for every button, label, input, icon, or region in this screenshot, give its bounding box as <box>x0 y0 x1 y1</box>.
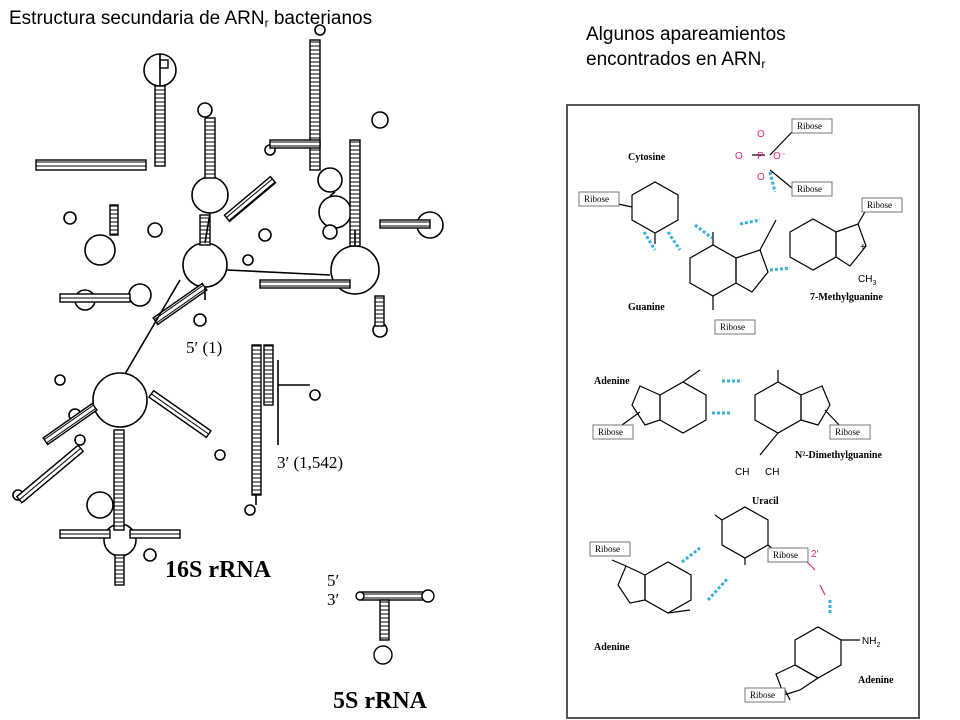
rrna-5s-five-prime: 5′ <box>327 571 339 590</box>
svg-text:Ribose: Ribose <box>750 690 775 700</box>
label-dimethylguanine: N²-Dimethylguanine <box>795 450 882 461</box>
svg-text:Ribose: Ribose <box>595 544 620 554</box>
rrna-16s-label: 16S rRNA <box>165 557 272 583</box>
pairings-title: Algunos apareamientos encontrados en ARN… <box>586 24 786 74</box>
panel2-hbonds <box>712 379 740 415</box>
two-prime-label: 2′ <box>811 549 819 560</box>
label-guanine: Guanine <box>628 302 665 313</box>
rrna-16s-five-prime: 5′ (1) <box>186 338 222 357</box>
ribose-boxes-2: Ribose Ribose <box>592 424 871 440</box>
rrna-5s-label: 5S rRNA <box>333 688 428 714</box>
amino-group: NH2 <box>862 636 880 649</box>
ribose-boxes-3: Ribose Ribose Ribose <box>589 541 809 703</box>
svg-text:O⁻: O⁻ <box>773 151 786 162</box>
label-adenine-2: Adenine <box>594 376 630 387</box>
rrna-5s-three-prime: 3′ <box>327 590 339 609</box>
svg-text:Ribose: Ribose <box>598 427 623 437</box>
svg-text:Ribose: Ribose <box>797 184 822 194</box>
svg-text:O: O <box>757 172 765 183</box>
pairing-panel-1 <box>599 131 867 310</box>
phosphate-group: O P O⁻ O O <box>735 129 786 183</box>
pairings-title-line2: encontrados en ARNr <box>586 48 766 71</box>
methyl-group: CH3 <box>858 274 876 287</box>
svg-text:Ribose: Ribose <box>867 200 892 210</box>
rrna-16s-structure <box>12 24 444 562</box>
label-7-methylguanine: 7-Methylguanine <box>810 292 883 303</box>
rrna-5s-structure <box>355 589 435 665</box>
ribose-boxes-1: Ribose Ribose Ribose Ribose Ribose <box>578 118 903 335</box>
positive-charge: + <box>860 242 866 253</box>
label-adenine-right: Adenine <box>858 675 894 686</box>
pairings-frame <box>566 104 920 719</box>
svg-text:Ribose: Ribose <box>835 427 860 437</box>
svg-text:Ribose: Ribose <box>720 322 745 332</box>
n-methyl-b: CH <box>765 467 779 478</box>
svg-text:Ribose: Ribose <box>584 194 609 204</box>
panel3-hbonds <box>681 546 832 615</box>
svg-text:P: P <box>757 151 764 162</box>
label-uracil: Uracil <box>752 496 779 507</box>
svg-text:Ribose: Ribose <box>797 121 822 131</box>
rrna-16s-helices <box>15 39 431 586</box>
panel1-hbonds <box>642 171 791 272</box>
rrna-16s-three-prime: 3′ (1,542) <box>277 453 343 472</box>
pairings-panel: O P O⁻ O O Cytosine Guanine 7-Methylguan… <box>566 104 920 719</box>
svg-text:O: O <box>757 129 765 140</box>
svg-text:Ribose: Ribose <box>773 550 798 560</box>
rrna-16s-backbone <box>124 54 356 505</box>
n-methyl-a: CH <box>735 467 749 478</box>
secondary-structure-title: Estructura secundaria de ARNr bacteriano… <box>9 8 373 30</box>
svg-text:O: O <box>735 151 743 162</box>
pairings-title-line1: Algunos apareamientos <box>586 24 786 45</box>
label-cytosine: Cytosine <box>628 152 666 163</box>
label-adenine-left: Adenine <box>594 642 630 653</box>
